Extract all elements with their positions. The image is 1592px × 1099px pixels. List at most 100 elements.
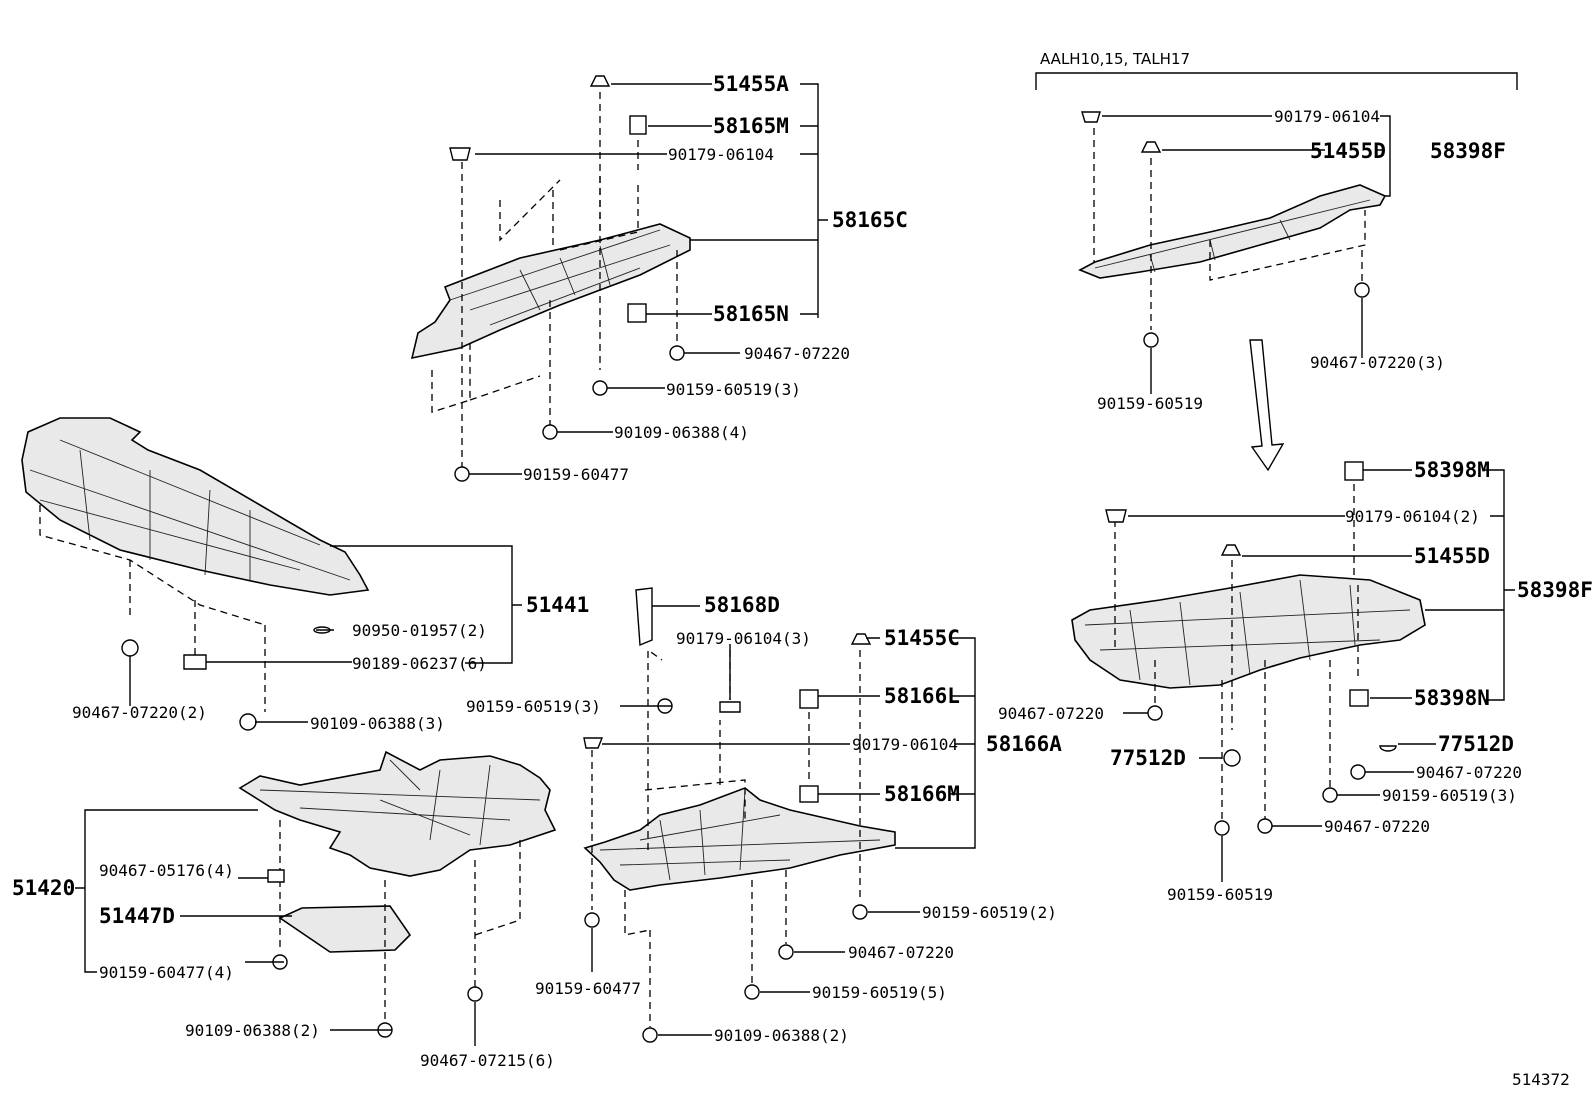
nut-icon — [1105, 509, 1127, 523]
label-90467-07220-d: 90467-07220 — [1416, 763, 1522, 782]
part-labels: 51455A 58165M 90179-06104 58165C 58165N … — [12, 72, 1592, 1070]
label-90159-60477-4: 90159-60477(4) — [99, 963, 234, 982]
label-77512D-b: 77512D — [1110, 746, 1186, 770]
label-90159-60477-b: 90159-60477 — [535, 979, 641, 998]
bolt-icon — [778, 944, 794, 960]
bolt-icon — [669, 345, 685, 361]
down-arrow-icon — [1249, 339, 1285, 472]
label-51455C: 51455C — [884, 626, 960, 650]
grommet-icon — [1349, 689, 1369, 707]
label-90159-60519-3: 90159-60519(3) — [666, 380, 801, 399]
grommet-icon — [799, 689, 819, 709]
label-90159-60519-5: 90159-60519(5) — [812, 983, 947, 1002]
label-90179-06104-3: 90179-06104(3) — [676, 629, 811, 648]
label-90467-07220-e: 90467-07220 — [1324, 817, 1430, 836]
label-90109-06388-2b: 90109-06388(2) — [714, 1026, 849, 1045]
label-58398F-a: 58398F — [1430, 139, 1506, 163]
nut-icon — [583, 737, 604, 749]
label-51441: 51441 — [526, 593, 589, 617]
label-90467-07220-c: 90467-07220 — [998, 704, 1104, 723]
label-90467-07220: 90467-07220 — [744, 344, 850, 363]
clip-icon — [1220, 544, 1242, 556]
label-58165M: 58165M — [713, 114, 789, 138]
screw-icon — [1214, 820, 1230, 836]
grommet-icon — [627, 303, 647, 323]
label-90159-60519-3b: 90159-60519(3) — [466, 697, 601, 716]
label-58398F-b: 58398F — [1517, 578, 1592, 602]
clip-icon — [589, 75, 611, 87]
variant-bracket — [1035, 72, 1518, 90]
screw-icon — [592, 380, 608, 396]
label-58165N: 58165N — [713, 302, 789, 326]
label-90467-05176-4: 90467-05176(4) — [99, 861, 234, 880]
label-90467-07215-6: 90467-07215(6) — [420, 1051, 555, 1070]
catalog-number: 514372 — [1512, 1070, 1570, 1089]
screw-icon — [744, 984, 760, 1000]
label-58165C: 58165C — [832, 208, 908, 232]
label-51455D-b: 51455D — [1414, 544, 1490, 568]
panel-51441 — [21, 417, 370, 712]
bolt-icon — [1354, 282, 1370, 298]
bolt-icon — [121, 639, 139, 657]
label-90159-60519-2: 90159-60519(2) — [922, 903, 1057, 922]
panel-58166A — [583, 648, 896, 936]
label-90159-60519-a: 90159-60519 — [1097, 394, 1203, 413]
label-90159-60519-b: 90159-60519 — [1167, 885, 1273, 904]
label-58398M: 58398M — [1414, 458, 1490, 482]
grommet-icon — [1344, 461, 1364, 481]
label-51455D-a: 51455D — [1310, 139, 1386, 163]
label-90109-06388-2: 90109-06388(2) — [185, 1021, 320, 1040]
bolt-icon — [1257, 818, 1273, 834]
label-51447D: 51447D — [99, 904, 175, 928]
label-51420: 51420 — [12, 876, 75, 900]
plug-icon — [1379, 745, 1397, 752]
bolt-icon — [467, 986, 483, 1002]
nut-icon — [449, 147, 471, 161]
variant-note: AALH10,15, TALH17 — [1040, 50, 1190, 68]
panel-51447D — [278, 905, 412, 953]
nut-icon — [183, 654, 207, 670]
label-90467-07220-2: 90467-07220(2) — [72, 703, 207, 722]
label-77512D-a: 77512D — [1438, 732, 1514, 756]
bracket-icon — [635, 587, 653, 647]
label-90179-06104: 90179-06104 — [668, 145, 774, 164]
label-90179-06104-2: 90179-06104(2) — [1345, 507, 1480, 526]
label-58168D: 58168D — [704, 593, 780, 617]
bolt-icon — [239, 713, 257, 731]
screw-icon — [584, 912, 600, 928]
bolt-icon — [1147, 705, 1163, 721]
label-90179-06104-c: 90179-06104 — [1274, 107, 1380, 126]
panel-58398F-upper — [1078, 128, 1387, 281]
clip-icon — [850, 633, 872, 645]
nut-icon — [267, 869, 285, 883]
grommet-icon — [629, 115, 647, 135]
label-58398N: 58398N — [1414, 686, 1490, 710]
screw-icon — [454, 466, 470, 482]
label-58166A: 58166A — [986, 732, 1062, 756]
label-90467-07220-3: 90467-07220(3) — [1310, 353, 1445, 372]
label-90189-06237-6: 90189-06237(6) — [352, 654, 487, 673]
label-90109-06388-3: 90109-06388(3) — [310, 714, 445, 733]
label-90467-07220-b: 90467-07220 — [848, 943, 954, 962]
label-58166L: 58166L — [884, 684, 960, 708]
bolt-icon — [542, 424, 558, 440]
label-90109-06388-4: 90109-06388(4) — [614, 423, 749, 442]
panel-51420 — [238, 750, 557, 1020]
label-90159-60519-3c: 90159-60519(3) — [1382, 786, 1517, 805]
bolt-icon — [1350, 764, 1366, 780]
label-51455A: 51455A — [713, 72, 789, 96]
nut-icon — [719, 701, 741, 713]
screw-icon — [852, 904, 868, 920]
fasteners — [121, 75, 1397, 1043]
label-58166M: 58166M — [884, 782, 960, 806]
screw-icon — [1322, 787, 1338, 803]
panel-58165C — [410, 176, 691, 413]
leader-lines — [75, 83, 1515, 1046]
bolt-icon — [642, 1027, 658, 1043]
label-90179-06104-b: 90179-06104 — [852, 735, 958, 754]
screw-icon — [1143, 332, 1159, 348]
label-90159-60477: 90159-60477 — [523, 465, 629, 484]
clip-icon — [1140, 141, 1162, 153]
grommet-icon — [799, 785, 819, 803]
